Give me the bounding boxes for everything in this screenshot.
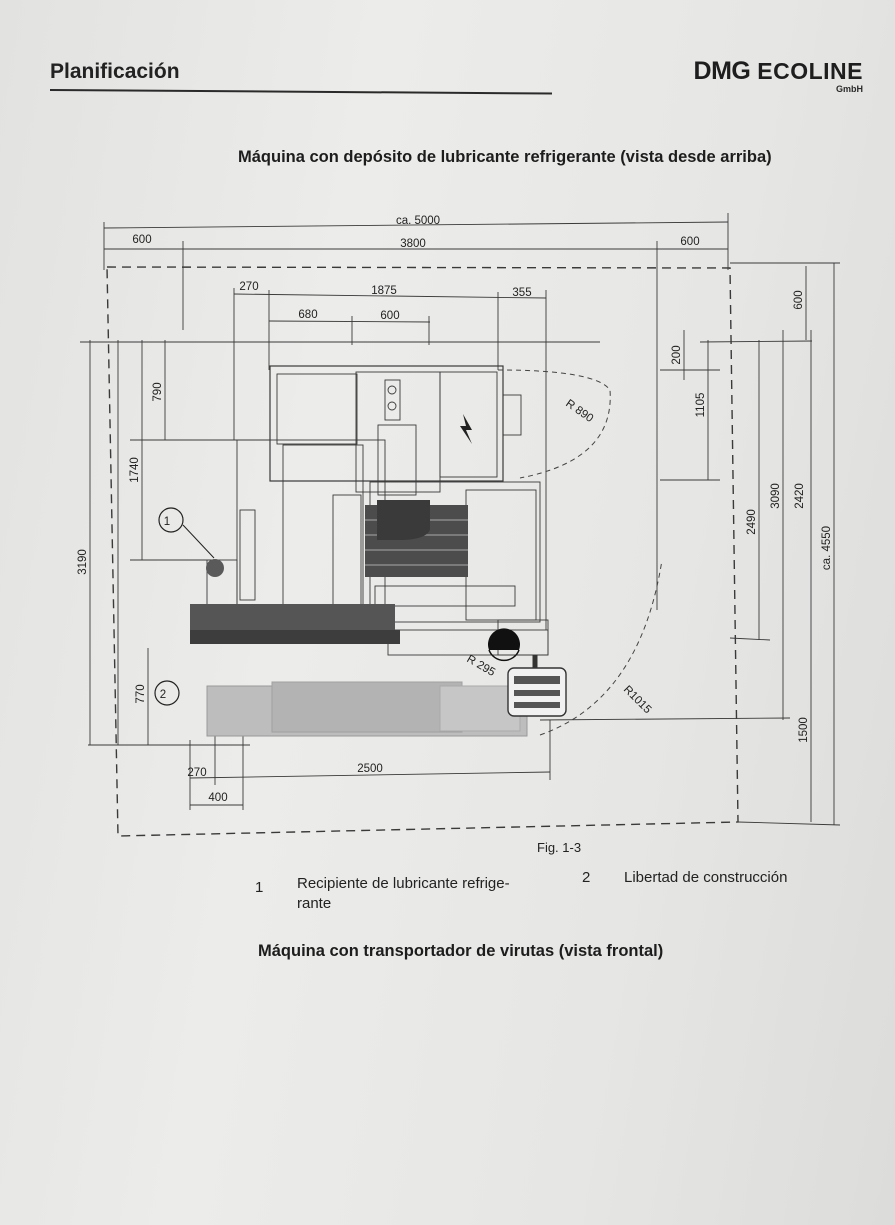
spindle-head — [377, 500, 430, 540]
electrical-cabinet-symbol — [460, 414, 472, 444]
coolant-container — [206, 559, 224, 577]
dim-offset-355: 355 — [512, 287, 531, 299]
dim-height-1105: 1105 — [695, 393, 707, 418]
dim-right-clearance: 600 — [680, 236, 699, 248]
dim-height-2490: 2490 — [746, 509, 758, 535]
legend-item-2-number: 2 — [582, 869, 591, 886]
dim-offset-270-bottom: 270 — [187, 767, 206, 779]
section-title: Planificación — [50, 60, 180, 83]
brand-dmg: DMG — [693, 57, 751, 85]
dim-height-790: 790 — [152, 382, 164, 401]
dim-radius-1015: R1015 — [621, 684, 653, 716]
legend-item-2-text: Libertad de construcción — [624, 869, 788, 886]
dim-height-3090: 3090 — [770, 483, 782, 509]
marker-1-label: 1 — [164, 516, 170, 528]
dim-radius-295: R 295 — [465, 653, 498, 679]
brand-ecoline: ECOLINE — [757, 58, 863, 84]
dim-top-clearance: 600 — [793, 290, 805, 309]
dim-radius-890: R 890 — [563, 398, 595, 425]
legend-item-1-label: Recipiente de lubricante refrige- rante — [297, 875, 510, 912]
marker-2-label: 2 — [160, 689, 166, 701]
dim-width-600-mid: 600 — [380, 310, 399, 322]
dim-height-200: 200 — [671, 345, 683, 364]
dim-total-width: ca. 5000 — [396, 215, 440, 227]
dim-height-1740: 1740 — [129, 457, 141, 483]
dim-total-depth: ca. 4550 — [821, 526, 833, 570]
base-edge — [190, 630, 400, 644]
top-view-title: Máquina con depósito de lubricante refri… — [238, 148, 772, 166]
marker-2 — [154, 680, 180, 706]
figure-caption: Fig. 1-3 — [537, 840, 582, 855]
brand-logo: DMG ECOLINE GmbH — [694, 57, 863, 94]
dim-length-2500: 2500 — [357, 763, 383, 775]
dim-left-clearance: 600 — [132, 234, 151, 246]
marker-1 — [158, 507, 184, 533]
brand-name: DMG ECOLINE — [694, 57, 863, 86]
legend-item-1-number: 1 — [255, 879, 264, 896]
dim-width-1875: 1875 — [371, 285, 397, 297]
dim-machine-width: 3800 — [400, 238, 426, 250]
dim-width-400: 400 — [208, 792, 227, 804]
dim-offset-270-top: 270 — [239, 281, 258, 293]
brand-gmbh: GmbH — [836, 84, 863, 94]
front-view-title: Máquina con transportador de virutas (vi… — [258, 942, 664, 960]
legend-item-1-text: Recipiente de lubricante refrige- rante — [297, 874, 547, 914]
dim-width-680: 680 — [298, 309, 317, 321]
operating-panel-pivot — [488, 628, 521, 650]
dim-height-1500: 1500 — [798, 717, 810, 743]
dim-height-770: 770 — [135, 684, 147, 703]
dim-height-2420: 2420 — [794, 483, 806, 509]
dim-height-3190: 3190 — [77, 549, 89, 575]
